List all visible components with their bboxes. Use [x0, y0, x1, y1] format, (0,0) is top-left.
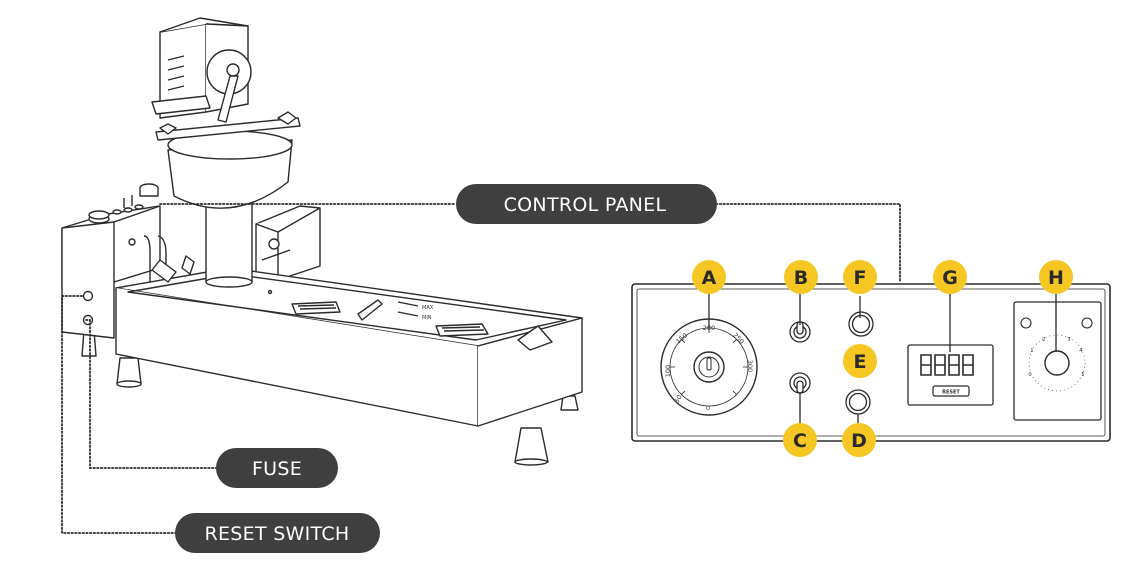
- knob-tick-1: 1: [1030, 348, 1033, 354]
- toggle-switch-lower[interactable]: [789, 372, 811, 394]
- dial-tick-0: 0: [706, 404, 710, 412]
- callout-reset-switch-label: RESET SWITCH: [204, 523, 349, 545]
- marker-f-label: F: [854, 267, 867, 289]
- conveyor-motor-box: [255, 205, 321, 281]
- speed-knob-module: 0 1 2 3 4 5: [1013, 301, 1102, 421]
- left-control-box: [61, 183, 161, 339]
- callout-fuse-label: FUSE: [252, 458, 302, 480]
- connector-lines: [61, 203, 901, 534]
- marker-h-label: H: [1048, 267, 1064, 289]
- reset-switch-connector: [61, 295, 177, 534]
- marker-b-label: B: [794, 267, 808, 289]
- oil-level-max-label: MAX: [422, 305, 434, 311]
- knob-tick-5: 5: [1081, 372, 1084, 378]
- knob-tick-0: 0: [1028, 372, 1031, 378]
- marker-c: C: [783, 423, 817, 457]
- callout-reset-switch: RESET SWITCH: [175, 513, 380, 553]
- speed-knob[interactable]: [1044, 350, 1070, 376]
- callout-control-panel-label: CONTROL PANEL: [504, 194, 667, 216]
- marker-d: D: [842, 423, 876, 457]
- frying-tank: MAX MIN: [115, 255, 583, 427]
- donut-machine-illustration: MAX MIN: [61, 17, 583, 466]
- marker-e-label: E: [854, 351, 867, 373]
- marker-e: E: [843, 344, 877, 378]
- callout-control-panel: CONTROL PANEL: [456, 184, 717, 224]
- marker-h: H: [1039, 260, 1073, 294]
- marker-d-label: D: [851, 430, 867, 452]
- marker-g-label: G: [942, 267, 958, 289]
- marker-b: B: [784, 260, 818, 294]
- mounting-screw-left: [1020, 317, 1032, 329]
- timer-digits-display: [920, 354, 974, 376]
- dial-tick-mark: [732, 339, 737, 344]
- mounting-screw-right: [1081, 317, 1093, 329]
- timer-counter: RESET: [907, 344, 994, 406]
- knob-tick-4: 4: [1079, 348, 1082, 354]
- indicator-light-upper: [848, 311, 874, 337]
- dial-tick-100: 100: [664, 365, 672, 377]
- dial-tick-300: 300: [746, 360, 754, 372]
- control-panel-connector-right: [715, 203, 901, 283]
- marker-a-label: A: [702, 267, 717, 289]
- machine-legs: [81, 329, 579, 466]
- hopper-motor: [151, 17, 252, 123]
- reset-button[interactable]: [932, 385, 970, 397]
- marker-f: F: [843, 260, 877, 294]
- marker-c-label: C: [793, 430, 807, 452]
- dial-tick-mark: [681, 339, 686, 344]
- indicator-light-lower: [845, 389, 871, 415]
- marker-a: A: [692, 260, 726, 294]
- marker-g: G: [933, 260, 967, 294]
- knob-tick-3: 3: [1067, 337, 1070, 343]
- dial-tick-mark: [681, 390, 686, 395]
- callout-fuse: FUSE: [216, 448, 338, 488]
- dial-tick-mark: [732, 390, 737, 395]
- batter-hopper: [155, 111, 301, 288]
- knob-tick-2: 2: [1042, 337, 1045, 343]
- dial-tick-50: 50: [673, 393, 684, 404]
- oil-level-min-label: MIN: [422, 315, 432, 321]
- reset-button-label: RESET: [942, 390, 960, 396]
- reset-switch-knob: [82, 290, 94, 302]
- marker-leader-lines: [708, 290, 1057, 424]
- fuse-connector: [85, 319, 217, 469]
